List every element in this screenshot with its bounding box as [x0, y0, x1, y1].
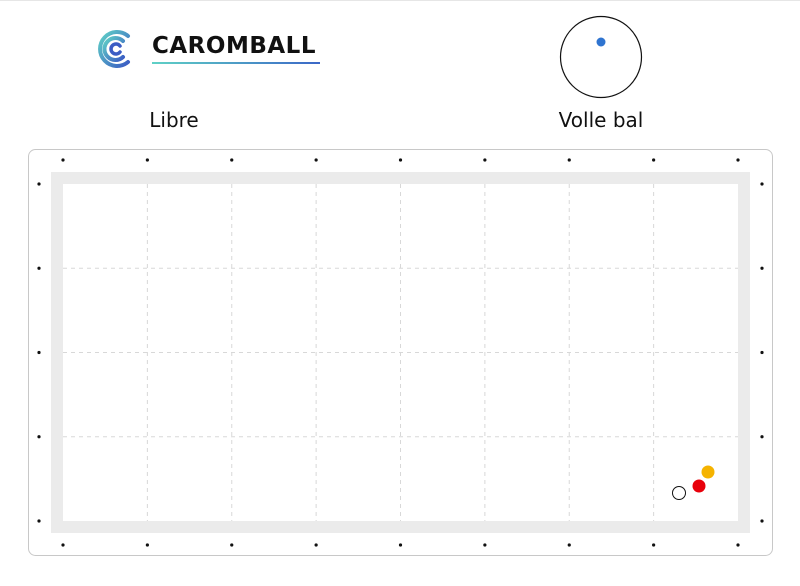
diamond-marker [61, 543, 65, 547]
caromball-logo-icon [98, 30, 130, 68]
diamond-marker [483, 543, 487, 547]
diamond-marker [314, 543, 318, 547]
diamond-marker [736, 158, 740, 162]
diamond-marker [398, 158, 403, 162]
diamond-marker [37, 350, 41, 355]
diamond-grid [63, 184, 738, 521]
diamond-marker [398, 543, 403, 547]
diamond-marker [760, 350, 764, 355]
logo-text: CAROMBALL [152, 33, 316, 59]
diamond-marker [37, 182, 41, 186]
diamond-marker [567, 158, 571, 162]
diamond-marker [37, 519, 41, 523]
diamond-marker [145, 543, 149, 547]
yellow-ball [701, 465, 715, 479]
diamond-marker [736, 543, 740, 547]
cue-ball-contact-icon [559, 15, 643, 99]
top-border [0, 0, 800, 1]
diamond-marker [145, 158, 149, 162]
diamond-marker [37, 266, 41, 270]
billiard-table [28, 149, 774, 557]
diamond-marker [37, 435, 41, 439]
cue-ball-outline [559, 15, 643, 99]
balls [672, 465, 715, 500]
diamond-marker [230, 543, 234, 547]
caromball-logo: CAROMBALL [94, 27, 326, 71]
shot-type-label: Volle bal [558, 108, 644, 132]
diamond-marker [483, 158, 487, 162]
diamond-marker [652, 158, 656, 162]
diamond-marker [652, 543, 656, 547]
diamond-marker [760, 266, 764, 270]
game-type-label: Libre [149, 108, 199, 132]
diamond-marker [61, 158, 65, 162]
diamond-marker [760, 182, 764, 186]
contact-point-dot [596, 37, 606, 47]
red-ball [692, 479, 706, 493]
diamond-marker [567, 543, 571, 547]
diamond-marker [760, 435, 764, 439]
diamond-markers [37, 158, 764, 547]
diamond-marker [230, 158, 234, 162]
diamond-marker [760, 519, 764, 523]
white-ball [672, 486, 686, 500]
diamond-marker [314, 158, 318, 162]
logo-underline [152, 62, 320, 64]
